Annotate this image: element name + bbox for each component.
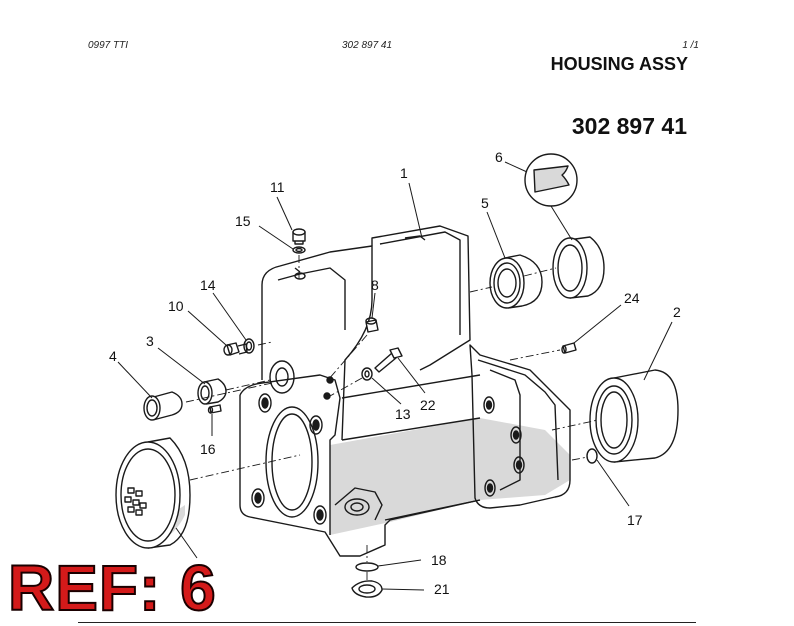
detail-inset-6	[524, 153, 578, 207]
washer-15	[292, 246, 306, 254]
callout-leaders	[117, 161, 673, 591]
callout-5: 5	[481, 195, 489, 211]
screw-plug-11	[292, 228, 306, 245]
callout-13: 13	[395, 406, 411, 422]
callout-4: 4	[109, 348, 117, 364]
callout-15: 15	[235, 213, 251, 229]
assembly-axis-lines	[185, 255, 599, 582]
part-number-title: 302 897 41	[571, 113, 687, 139]
callout-24: 24	[624, 290, 640, 306]
callout-16: 16	[200, 441, 216, 457]
callout-3: 3	[146, 333, 154, 349]
bolt-22	[374, 347, 403, 373]
callout-22: 22	[420, 397, 436, 413]
callout-1: 1	[400, 165, 408, 181]
bottom-rule	[78, 622, 696, 623]
header-part-number: 302 897 41	[342, 40, 393, 51]
bearing-cup-2	[589, 369, 679, 463]
ring-6	[552, 236, 605, 299]
sleeve-4	[143, 391, 183, 421]
washer-13	[361, 367, 373, 381]
breather-8	[365, 317, 379, 333]
callout-11: 11	[270, 179, 285, 195]
header-page-count: 1 /1	[682, 40, 699, 51]
callout-10: 10	[168, 298, 184, 314]
callout-18: 18	[431, 552, 447, 568]
o-ring-17	[586, 448, 598, 464]
callout-6: 6	[495, 149, 503, 165]
cup-4-large	[115, 437, 191, 549]
page-title: HOUSING ASSY	[550, 54, 688, 74]
bushing-3	[197, 378, 227, 405]
ref-label: REF: 6	[7, 552, 217, 624]
pin-16	[207, 404, 222, 414]
seal-ring-14	[243, 338, 255, 354]
o-ring-18	[355, 562, 379, 572]
bearing-5	[489, 254, 543, 309]
callout-14: 14	[200, 277, 216, 293]
header-code: 0997 TTI	[88, 40, 129, 51]
callout-8: 8	[371, 277, 379, 293]
callout-2: 2	[673, 304, 681, 320]
dowel-24	[561, 342, 577, 354]
callout-21: 21	[434, 581, 450, 597]
gasket-21	[351, 580, 383, 598]
callout-17: 17	[627, 512, 643, 528]
housing-body	[239, 225, 571, 557]
